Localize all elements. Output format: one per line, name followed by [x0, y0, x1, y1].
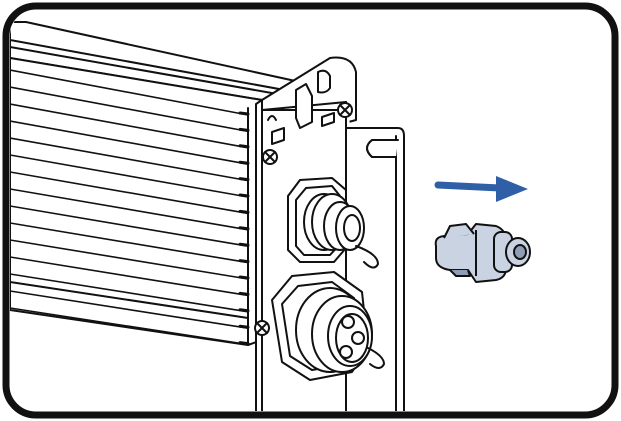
- cooling-fin-edge: [238, 177, 250, 182]
- lower-connector: [271, 271, 385, 381]
- cooling-fin: [10, 171, 249, 215]
- cooling-fin-edge: [238, 193, 250, 198]
- cooling-fin-edge: [238, 291, 250, 296]
- cooling-fin-edge: [238, 144, 250, 149]
- protective-cap: [434, 223, 531, 283]
- cooling-fin-edge: [238, 324, 250, 329]
- cooling-fin: [10, 103, 249, 149]
- cooling-fin: [10, 222, 249, 264]
- cooling-fin: [10, 273, 249, 313]
- screw-top-left: [262, 149, 278, 165]
- cooling-fin: [10, 69, 249, 116]
- cooling-fin: [10, 188, 249, 231]
- screw-top-right: [337, 102, 353, 118]
- cooling-fin: [10, 120, 249, 165]
- cooling-fin: [10, 137, 249, 182]
- cooling-fin-edge: [238, 127, 250, 132]
- cooling-fin: [10, 256, 249, 297]
- cooling-fin: [10, 86, 249, 133]
- cooling-fin-edge: [238, 160, 250, 165]
- cooling-fin-edge: [238, 209, 250, 214]
- heatsink-housing: [10, 21, 301, 346]
- screw-bottom-left: [254, 320, 270, 336]
- cooling-fin-edge: [238, 341, 250, 346]
- cooling-fin: [10, 239, 249, 280]
- cooling-fins: [10, 69, 250, 346]
- cooling-fin: [10, 154, 249, 198]
- upper-connector: [287, 177, 379, 269]
- cooling-fin-edge: [238, 308, 250, 313]
- cooling-fin-edge: [238, 259, 250, 264]
- cooling-fin-edge: [238, 275, 250, 280]
- cooling-fin-edge: [238, 111, 250, 116]
- removal-arrow: [434, 176, 528, 202]
- cooling-fin: [10, 290, 249, 330]
- cooling-fin-edge: [238, 226, 250, 231]
- cooling-fin-edge: [238, 242, 250, 247]
- cooling-fin: [10, 307, 249, 346]
- cooling-fin: [10, 205, 249, 247]
